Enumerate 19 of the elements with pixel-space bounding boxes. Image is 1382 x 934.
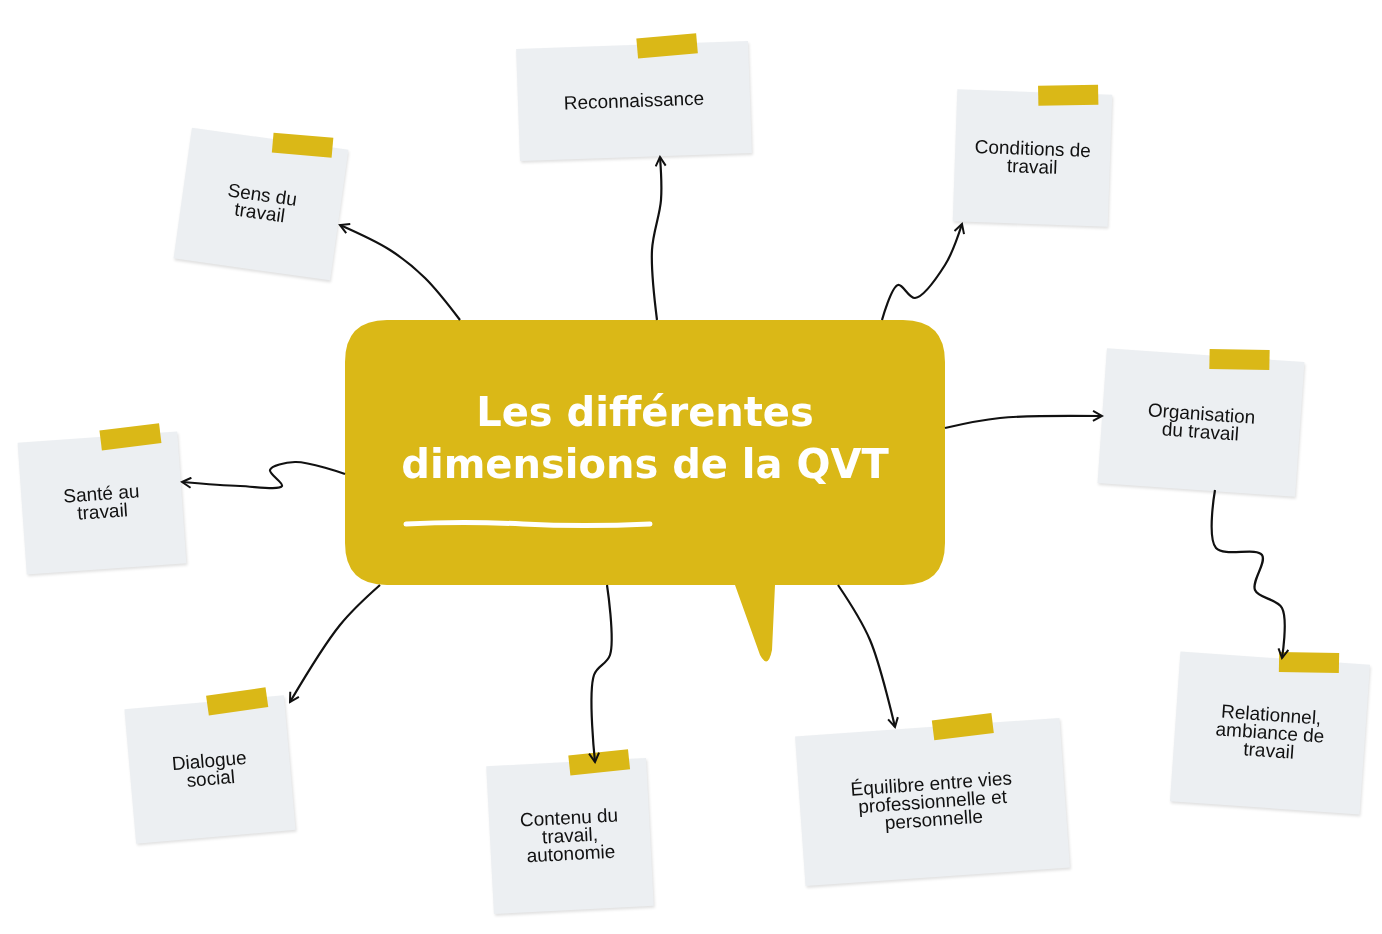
curved-arrow — [588, 584, 613, 763]
curved-arrow — [339, 223, 461, 321]
curved-arrow — [880, 223, 965, 321]
curved-arrow — [1210, 489, 1290, 659]
note-label: Reconnaissance — [563, 89, 705, 113]
note-label: Conditions de travail — [973, 137, 1093, 179]
note-label: Dialogue social — [169, 746, 249, 793]
note-label: Santé au travail — [61, 480, 141, 526]
curved-arrow — [650, 156, 667, 321]
note-label: Relationnel, ambiance de travail — [1214, 701, 1327, 765]
curved-arrow — [289, 584, 381, 703]
note-label: Contenu du travail, autonomie — [518, 805, 620, 867]
note-label: Organisation du travail — [1146, 400, 1258, 445]
note-label: Sens du travail — [225, 178, 300, 229]
curved-arrow — [181, 460, 346, 490]
curved-arrow — [837, 584, 899, 728]
note-label: Équilibre entre vies professionnelle et personnelle — [848, 768, 1014, 836]
curved-arrow — [944, 409, 1103, 430]
title-text: Les différentes dimensions de la QVT — [400, 387, 890, 489]
